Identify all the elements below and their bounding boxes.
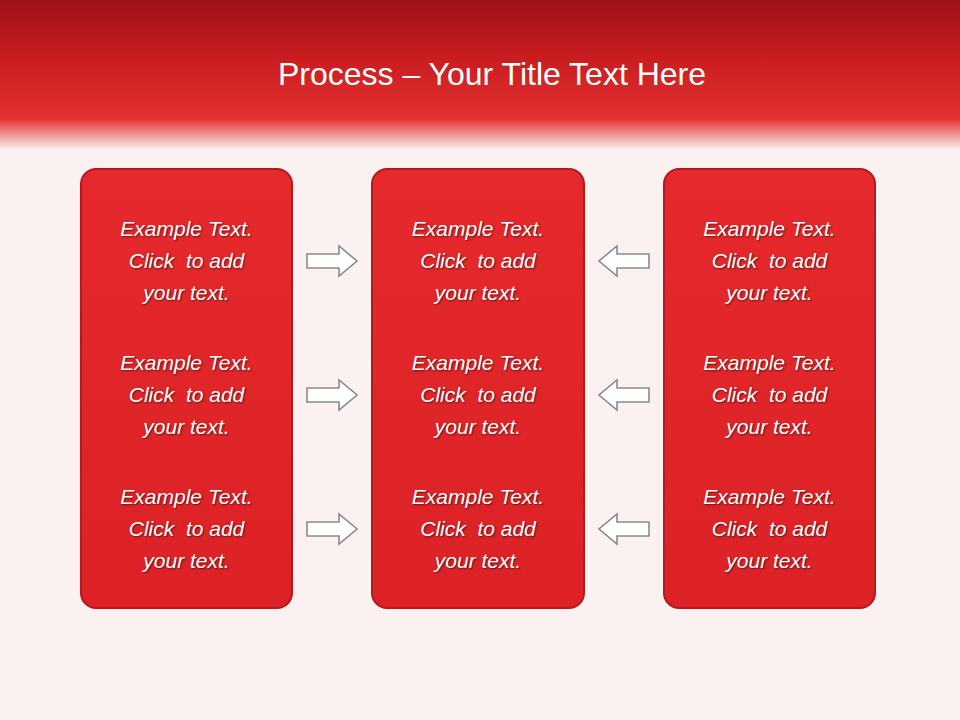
panel-text: Example Text. Click to add your text. — [403, 481, 553, 577]
block-arrow — [599, 246, 649, 276]
process-panel: Example Text. Click to add your text. Exa… — [371, 168, 585, 609]
panel-text: Example Text. Click to add your text. — [403, 213, 553, 309]
panel-text: Example Text. Click to add your text. — [695, 481, 845, 577]
panel-text: Example Text. Click to add your text. — [112, 213, 262, 309]
panel-text: Example Text. Click to add your text. — [403, 347, 553, 443]
block-arrow — [307, 380, 357, 410]
panel-text: Example Text. Click to add your text. — [112, 347, 262, 443]
process-panel: Example Text. Click to add your text. Exa… — [663, 168, 876, 609]
block-arrow — [307, 246, 357, 276]
panel-text: Example Text. Click to add your text. — [112, 481, 262, 577]
slide-title: Process – Your Title Text Here — [24, 52, 960, 96]
header-bar — [0, 0, 960, 195]
panel-text: Example Text. Click to add your text. — [695, 213, 845, 309]
block-arrow — [599, 514, 649, 544]
block-arrow — [599, 380, 649, 410]
panel-text: Example Text. Click to add your text. — [695, 347, 845, 443]
block-arrow — [307, 514, 357, 544]
process-panel: Example Text. Click to add your text. Exa… — [80, 168, 293, 609]
